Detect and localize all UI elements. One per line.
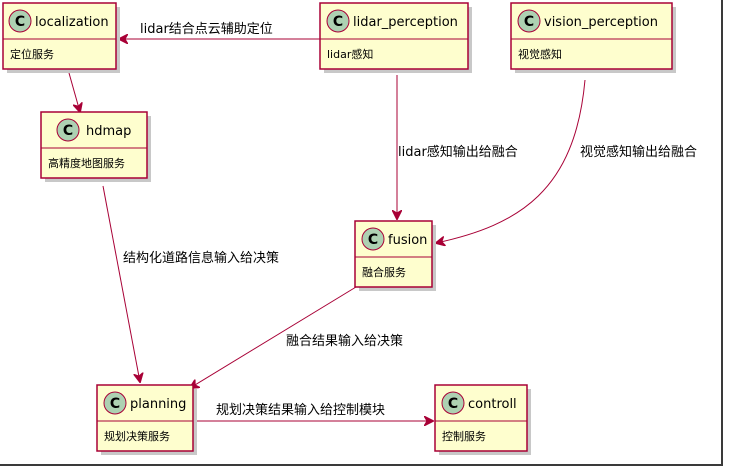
class-controll: C controll 控制服务 [434,384,531,455]
class-badge-icon [517,9,541,33]
class-name-planning: planning [130,397,186,412]
class-desc-controll: 控制服务 [442,429,486,443]
class-desc-localization: 定位服务 [10,47,54,61]
svg-text:C: C [368,232,378,248]
class-badge-icon [56,118,80,142]
class-name-hdmap: hdmap [86,124,131,139]
edge-localization-to-hdmap [68,72,80,112]
class-name-lidar-perception: lidar_perception [353,15,458,30]
edge-label-planning-to-controll: 规划决策结果输入给控制模块 [216,402,385,418]
class-badge-icon [361,227,385,251]
diagram-frame [0,0,723,466]
class-desc-lidar-perception: lidar感知 [327,47,373,61]
class-badge-icon [326,9,350,33]
class-desc-hdmap: 高精度地图服务 [48,156,125,170]
edge-label-fusion-to-planning: 融合结果输入给决策 [286,333,403,349]
svg-text:C: C [333,14,343,30]
edge-label-hdmap-to-planning: 结构化道路信息输入给决策 [123,250,279,266]
class-desc-fusion: 融合服务 [362,265,406,279]
class-name-vision-perception: vision_perception [544,15,658,30]
edge-label-lidar-to-fusion: lidar感知输出给融合 [398,144,518,160]
svg-text:C: C [448,396,458,412]
svg-text:C: C [63,123,73,139]
edge-label-vision-to-fusion: 视觉感知输出给融合 [580,144,697,160]
class-name-fusion: fusion [388,233,427,248]
class-vision-perception: C vision_perception 视觉感知 [510,2,676,73]
edge-planning-to-controll: 规划决策结果输入给控制模块 [194,402,433,421]
class-badge-icon [103,391,127,415]
class-desc-planning: 规划决策服务 [104,429,170,443]
edge-lidar-to-fusion: lidar感知输出给融合 [397,75,518,219]
class-planning: C planning 规划决策服务 [96,384,197,455]
class-name-controll: controll [468,397,517,412]
edge-lidar-to-localization: lidar结合点云辅助定位 [119,22,320,39]
edge-label-lidar-to-localization: lidar结合点云辅助定位 [140,22,273,37]
edge-fusion-to-planning: 融合结果输入给决策 [190,286,403,388]
class-badge-icon [441,391,465,415]
class-desc-vision-perception: 视觉感知 [518,47,562,61]
svg-text:C: C [524,14,534,30]
class-lidar-perception: C lidar_perception lidar感知 [319,2,472,73]
class-fusion: C fusion 融合服务 [354,220,436,291]
edge-hdmap-to-planning: 结构化道路信息输入给决策 [102,185,279,382]
svg-text:C: C [15,14,25,30]
class-badge-icon [8,9,32,33]
edge-vision-to-fusion: 视觉感知输出给融合 [436,79,697,243]
svg-text:C: C [110,396,120,412]
class-localization: C localization 定位服务 [2,2,120,73]
class-name-localization: localization [35,15,109,30]
class-hdmap: C hdmap 高精度地图服务 [40,111,151,182]
